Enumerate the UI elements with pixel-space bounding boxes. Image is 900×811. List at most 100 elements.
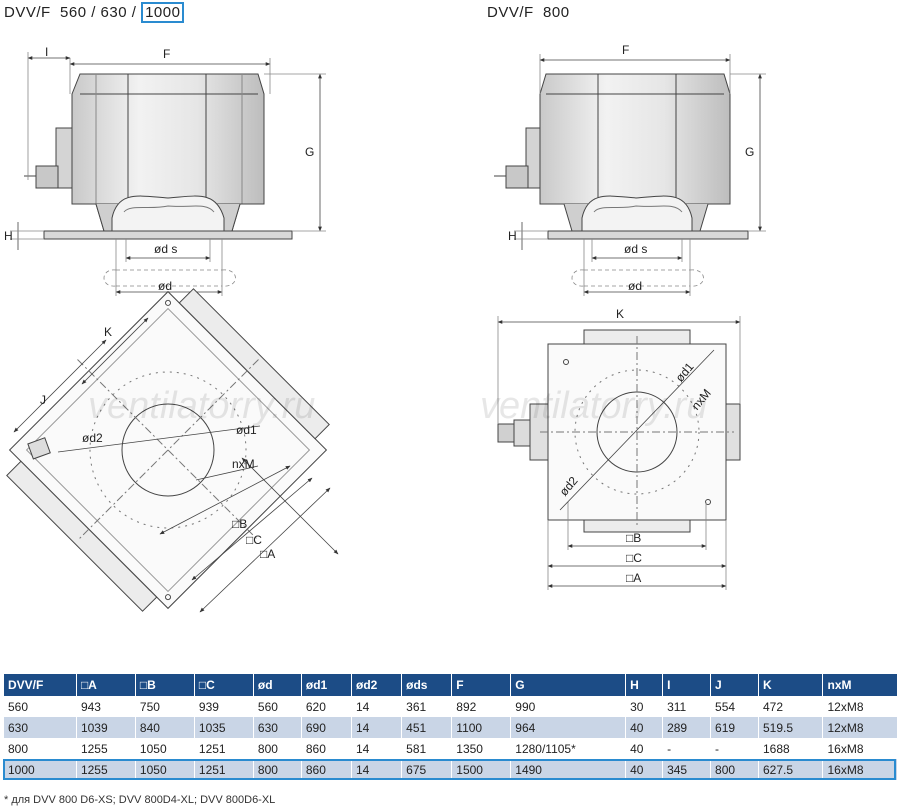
table-cell: 630 (253, 717, 302, 738)
dim-label-F-left: F (163, 47, 170, 61)
table-cell: 1255 (76, 738, 136, 759)
dim-label-ds-left: ød s (154, 242, 177, 256)
title-left-highlight: 1000 (141, 2, 185, 23)
dim-label-F-right: F (622, 43, 629, 57)
table-cell: 860 (301, 738, 353, 759)
table-header-cell: G (510, 674, 627, 696)
table-cell: 40 (625, 738, 664, 759)
plan-view-left (6, 288, 339, 613)
table-row: 630 1039 840 1035 630 690 14 451 1100 96… (4, 717, 898, 738)
table-cell: 14 (351, 759, 403, 780)
watermark-right: ventilatorry.ru (480, 385, 707, 427)
table-cell: 1350 (451, 738, 512, 759)
side-view-left (10, 52, 326, 296)
technical-drawing: I F G H ød s ød F G H ød s ød (4, 43, 766, 613)
table-cell: 40 (625, 717, 664, 738)
dim-label-I-left: I (45, 45, 48, 59)
table-cell: 1251 (194, 759, 254, 780)
title-right: DVV/F 800 (487, 4, 570, 21)
table-cell: 943 (76, 696, 136, 717)
table-cell: 627.5 (758, 759, 824, 780)
dim-label-G-right: G (745, 145, 754, 159)
table-cell: 800 (253, 759, 302, 780)
table-header-cell: J (710, 674, 759, 696)
table-row: 560 943 750 939 560 620 14 361 892 990 3… (4, 696, 898, 717)
table-cell: 1039 (76, 717, 136, 738)
table-header-cell: K (758, 674, 824, 696)
table-cell: 345 (662, 759, 712, 780)
table-cell: 472 (758, 696, 824, 717)
table-header-cell: □B (135, 674, 195, 696)
table-cell: 16xM8 (822, 738, 898, 759)
table-cell: 12xM8 (822, 696, 898, 717)
table-cell: - (662, 738, 712, 759)
table-header-cell: F (451, 674, 512, 696)
row-highlight-frame (3, 759, 896, 780)
table-cell: 1490 (510, 759, 627, 780)
table-cell: 289 (662, 717, 712, 738)
dim-label-H-left: H (4, 229, 13, 243)
table-cell: 560 (4, 696, 77, 717)
table-cell: 40 (625, 759, 664, 780)
dim-label-B-left: □B (232, 517, 247, 531)
table-cell: 14 (351, 717, 403, 738)
dim-label-B-right: □B (626, 531, 641, 545)
dim-label-K-left: K (104, 325, 112, 339)
dim-label-ds-right: ød s (624, 242, 647, 256)
base-plate (43, 230, 293, 240)
table-cell: 30 (625, 696, 664, 717)
table-cell: 1000 (4, 759, 77, 780)
dim-label-A-left: □A (260, 547, 275, 561)
spec-table: DVV/F □A □B □C ød ød1 ød2 øds F G H I J … (4, 674, 898, 780)
table-cell: 860 (301, 759, 353, 780)
table-cell: 750 (135, 696, 195, 717)
table-cell: 14 (351, 738, 403, 759)
table-row: 800 1255 1050 1251 800 860 14 581 1350 1… (4, 738, 898, 759)
table-cell: 1688 (758, 738, 824, 759)
table-cell: 16xM8 (822, 759, 898, 780)
table-cell: 554 (710, 696, 759, 717)
table-header-cell: DVV/F (4, 674, 77, 696)
table-header-row: DVV/F □A □B □C ød ød1 ød2 øds F G H I J … (4, 674, 898, 696)
table-cell: 361 (401, 696, 453, 717)
table-header-cell: ød2 (351, 674, 403, 696)
table-header-cell: ød (253, 674, 302, 696)
table-cell: 519.5 (758, 717, 824, 738)
table-cell: 1500 (451, 759, 512, 780)
table-cell: 1280/1105* (510, 738, 627, 759)
table-cell: 675 (401, 759, 453, 780)
watermark-left: ventilatorry.ru (88, 385, 315, 427)
table-cell: 620 (301, 696, 353, 717)
table-cell: 939 (194, 696, 254, 717)
table-cell: 619 (710, 717, 759, 738)
dim-label-H-right: H (508, 229, 517, 243)
dim-label-d2-left: ød2 (82, 431, 103, 445)
plan-view-right (497, 316, 741, 590)
dim-label-A-right: □A (626, 571, 641, 585)
side-view-right (494, 54, 766, 296)
table-cell: 581 (401, 738, 453, 759)
table-header-cell: I (662, 674, 712, 696)
table-cell: 311 (662, 696, 712, 717)
table-header-cell: H (625, 674, 664, 696)
table-cell: 1035 (194, 717, 254, 738)
table-header-cell: ød1 (301, 674, 353, 696)
table-cell: 1100 (451, 717, 512, 738)
dim-label-C-left: □C (246, 533, 262, 547)
table-cell: - (710, 738, 759, 759)
footnote: * для DVV 800 D6-XS; DVV 800D4-XL; DVV 8… (4, 794, 276, 806)
table-cell: 630 (4, 717, 77, 738)
table-cell: 1251 (194, 738, 254, 759)
table-header-cell: øds (401, 674, 453, 696)
table-row-highlighted: 1000 1255 1050 1251 800 860 14 675 1500 … (4, 759, 898, 780)
dim-label-d-left: ød (158, 279, 172, 293)
table-cell: 12xM8 (822, 717, 898, 738)
title-left: DVV/F 560 / 630 / 1000 (4, 2, 185, 23)
table-header-cell: □C (194, 674, 254, 696)
table-cell: 14 (351, 696, 403, 717)
dim-label-nxM-left: nxM (232, 457, 255, 471)
dim-label-G-left: G (305, 145, 314, 159)
table-cell: 1050 (135, 759, 195, 780)
table-cell: 690 (301, 717, 353, 738)
table-cell: 892 (451, 696, 512, 717)
